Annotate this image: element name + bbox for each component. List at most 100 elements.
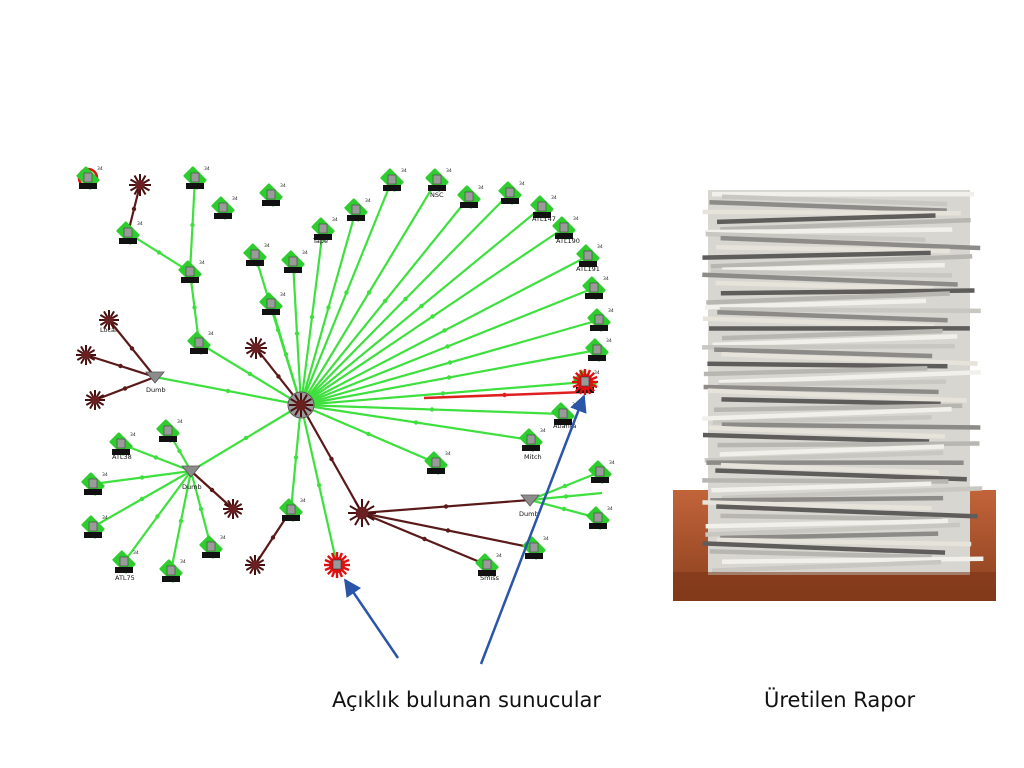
paper-sheet (720, 462, 940, 475)
server-name-tag (428, 185, 446, 191)
link-marker (276, 374, 281, 379)
server-icon: 34 (76, 166, 103, 190)
server-name-tag (262, 200, 280, 206)
server-name-tag (214, 213, 232, 219)
server-box (594, 314, 604, 325)
paper-sheet (721, 422, 981, 430)
paper-sheet (720, 288, 975, 296)
burst-core (251, 343, 261, 353)
server-box (88, 521, 98, 532)
server-name-tag (347, 215, 365, 221)
burst-core (90, 395, 100, 405)
server-count: 34 (365, 198, 371, 204)
link-marker (275, 327, 281, 333)
server-count: 34 (401, 168, 407, 174)
server-box (558, 408, 568, 419)
arrow-to-right-server (479, 394, 587, 665)
hub-shape (145, 371, 165, 384)
link-marker (447, 360, 453, 365)
paper-sheet (712, 192, 974, 197)
node-label-atl190: ATL190 (556, 237, 580, 245)
link-marker (190, 222, 195, 228)
server-count: 34 (572, 402, 578, 408)
server-count: 34 (608, 308, 614, 314)
server-count: 34 (102, 515, 108, 521)
server-icon: 34 (81, 472, 108, 496)
link-marker (309, 314, 315, 320)
server-count: 34 (280, 183, 286, 189)
link-marker (403, 296, 408, 302)
paper-sheet (712, 334, 958, 348)
paper-sheet (721, 397, 941, 407)
server-count: 34 (180, 559, 186, 565)
link-marker (243, 435, 249, 441)
paper-sheet (720, 513, 943, 522)
server-name-tag (533, 212, 551, 218)
link-marker (198, 506, 204, 512)
router-hub-icon-lower-left (181, 465, 201, 478)
server-name-tag (460, 202, 478, 208)
link-marker (413, 420, 419, 425)
paper-sheet (702, 406, 952, 421)
server-box (464, 191, 474, 202)
server-box (482, 559, 492, 570)
server-name-tag (186, 183, 204, 189)
link-marker (502, 392, 507, 398)
paper-sheet (710, 495, 944, 503)
burst-core (295, 399, 307, 411)
paper-sheet (706, 460, 964, 465)
server-box (250, 249, 260, 260)
caption-vulnerable-servers: Açıklık bulunan sunucular (332, 688, 602, 712)
server-icon: 34 (585, 338, 612, 362)
server-box (505, 187, 515, 198)
server-icon: 34 (112, 550, 139, 574)
node-label-mitch: Mitch (524, 453, 542, 461)
starburst-node-icon (245, 555, 265, 575)
link-marker (122, 386, 128, 391)
server-box (332, 559, 342, 570)
server-count: 34 (302, 250, 308, 256)
paper-sheet (705, 231, 926, 242)
server-icon: 34 (109, 432, 136, 456)
paper-sheet (705, 522, 961, 537)
server-icon: 34 (211, 196, 238, 220)
server-box (526, 434, 536, 445)
server-box (583, 250, 593, 261)
server-box (218, 202, 228, 213)
server-icon: 34 (498, 181, 525, 205)
server-box (589, 282, 599, 293)
server-count: 34 (478, 185, 484, 191)
server-icon: 34 (183, 166, 210, 190)
paper-sheet (722, 486, 983, 501)
hub-shape (520, 494, 540, 507)
paper-sheet (702, 316, 935, 329)
server-icon: 34 (116, 221, 143, 245)
paper-sheet (705, 227, 953, 235)
burst-core (250, 560, 260, 570)
burst-core (228, 504, 238, 514)
server-count: 34 (264, 243, 270, 249)
link-marker (129, 346, 135, 351)
link-marker (445, 528, 451, 533)
server-box (286, 504, 296, 515)
paper-sheet (713, 403, 963, 413)
node-label-local: Local (100, 326, 117, 334)
server-icon: 34 (259, 292, 286, 316)
link-marker (270, 535, 276, 540)
server-name-tag (554, 419, 572, 425)
server-box (116, 438, 126, 449)
starburst-node-icon (129, 174, 151, 196)
server-box (431, 457, 441, 468)
server-name-tag (585, 293, 603, 299)
link-marker (139, 475, 145, 480)
link-marker (209, 487, 215, 493)
server-icon: 34 (457, 185, 484, 209)
server-icon: 34 (199, 535, 226, 559)
node-label-atl147: ATL147 (532, 215, 556, 223)
server-name-tag (262, 309, 280, 315)
server-count: 34 (597, 244, 603, 250)
paper-sheet (720, 531, 939, 541)
node-label-smiss: Smiss (480, 574, 500, 582)
